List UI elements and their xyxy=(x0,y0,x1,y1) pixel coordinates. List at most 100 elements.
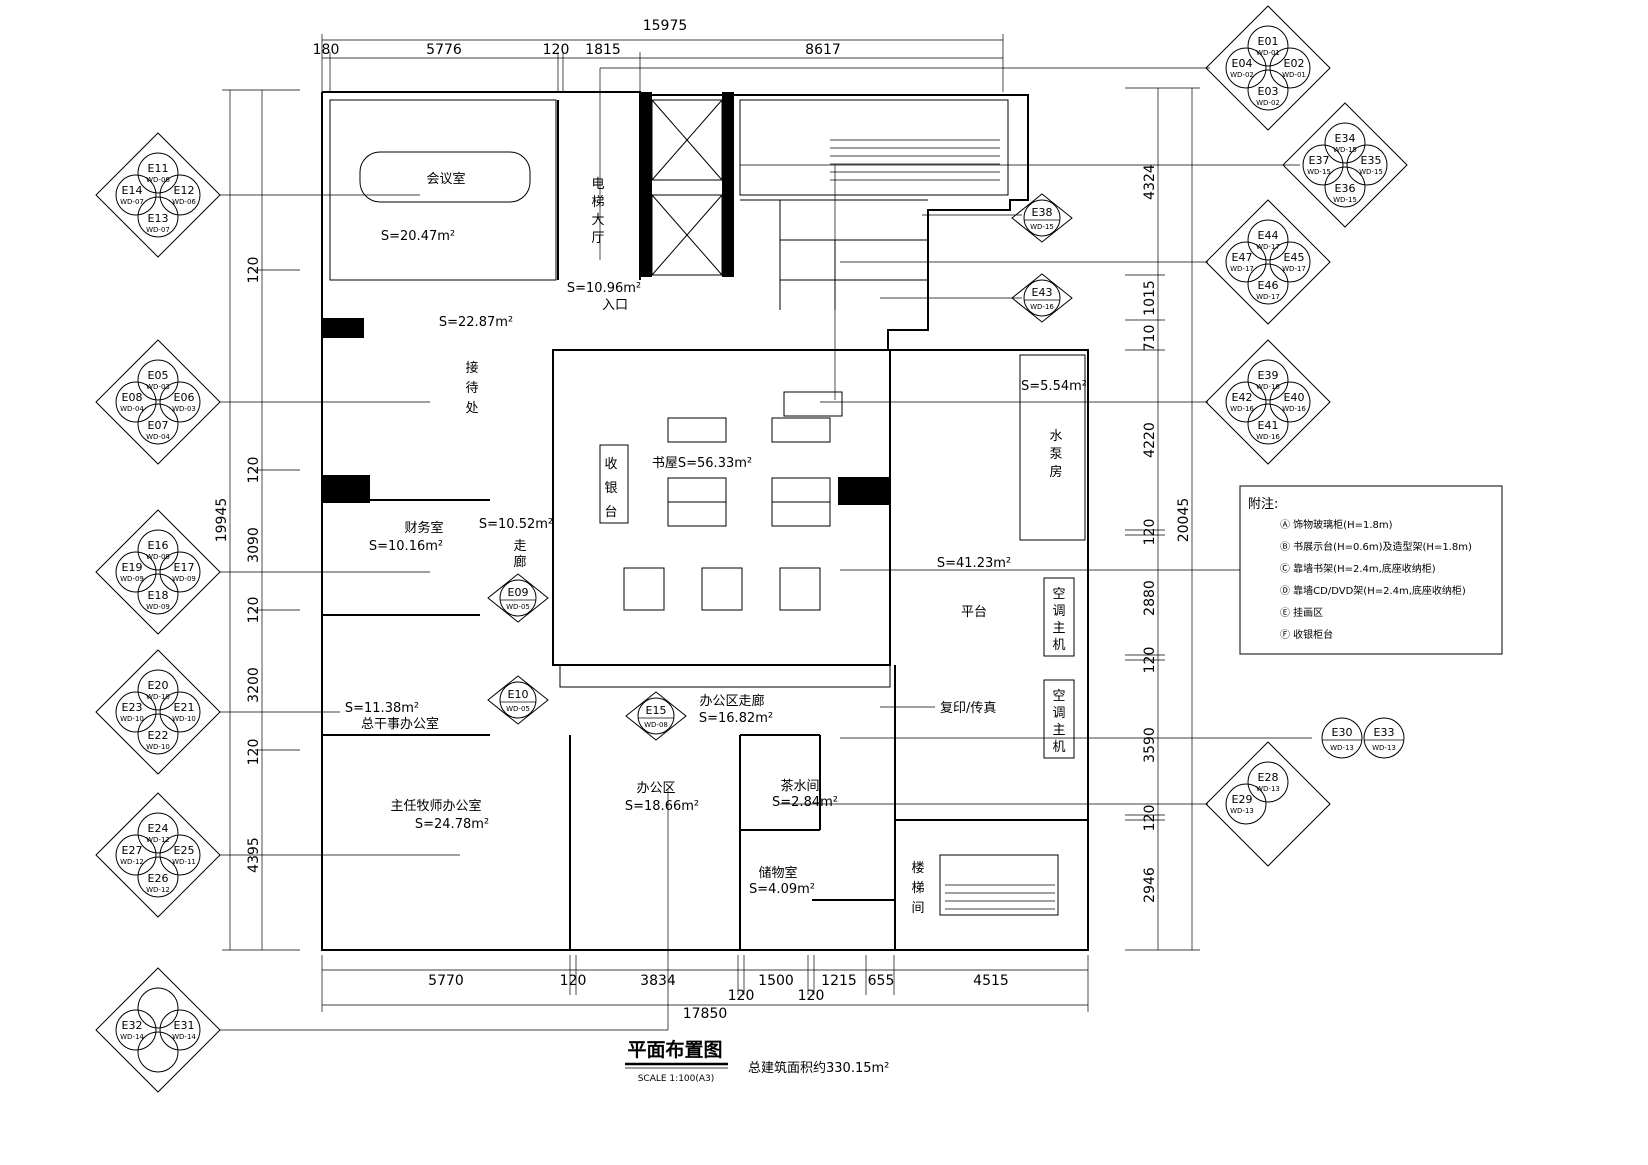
meeting-table xyxy=(359,151,531,203)
marker-e38[interactable]: E38 WD-15 xyxy=(1011,193,1073,243)
dim-left-5: 3200 xyxy=(246,667,262,703)
ac2-c4: 机 xyxy=(1052,740,1065,755)
marker-w-sub: WD-10 xyxy=(120,715,144,723)
marker-e15[interactable]: E15 WD-08 xyxy=(625,691,687,741)
marker-e-sub: WD-03 xyxy=(172,405,196,413)
marker-e10[interactable]: E10 WD-05 xyxy=(487,675,549,725)
legend-box: 附注: Ⓐ 饰物玻璃柜(H=1.8m) Ⓑ 书展示台(H=0.6m)及造型架(H… xyxy=(1239,485,1503,655)
marker-sub: WD-13 xyxy=(1372,744,1396,752)
marker-group-e01[interactable]: E01 WD-01 E02 WD-01 E03 WD-02 E04 WD-02 xyxy=(1205,5,1331,131)
elevator-hall-c4: 厅 xyxy=(591,231,604,246)
marker-group-e39[interactable]: E39 WD-16 E40 WD-16 E41 WD-16 E42 WD-16 xyxy=(1205,339,1331,465)
marker-group-e31[interactable]: E31 WD-14 E32 WD-14 xyxy=(95,967,221,1093)
fire-room-area: S=5.54m² xyxy=(1021,379,1087,394)
dim-right-7: 120 xyxy=(1142,647,1158,674)
marker-n-sub: WD-09 xyxy=(146,553,170,561)
finance-room-name: 财务室 xyxy=(404,520,443,536)
marker-s-sub: WD-02 xyxy=(1256,99,1280,107)
marker-w-sub: WD-15 xyxy=(1307,168,1331,176)
marker-e09[interactable]: E09 WD-05 xyxy=(487,573,549,623)
marker-e: E06 xyxy=(174,391,195,404)
marker-group-e28[interactable]: E28 WD-13 E29 WD-13 xyxy=(1205,741,1331,867)
marker-group-e24[interactable]: E24 WD-12 E25 WD-11 E26 WD-12 E27 WD-12 xyxy=(95,792,221,918)
marker-s-sub: WD-07 xyxy=(146,226,170,234)
marker-w: E42 xyxy=(1232,391,1253,404)
dim-right-6: 2880 xyxy=(1142,580,1158,616)
marker-id: E43 xyxy=(1032,286,1053,299)
ac1-c3: 主 xyxy=(1052,621,1065,636)
marker-n-sub: WD-01 xyxy=(1256,49,1280,57)
ac1-c4: 机 xyxy=(1052,638,1065,653)
marker-group-e05[interactable]: E05 WD-03 E06 WD-03 E07 WD-04 E08 WD-04 xyxy=(95,339,221,465)
marker-w: E08 xyxy=(122,391,143,404)
drawing-title: 平面布置图 SCALE 1:100(A3) 总建筑面积约330.15m² xyxy=(625,1038,889,1084)
dim-top-3: 120 xyxy=(543,42,570,58)
marker-e33[interactable]: E33 WD-13 xyxy=(1363,717,1405,759)
dim-right-3: 710 xyxy=(1142,325,1158,352)
legend-title: 附注: xyxy=(1248,497,1278,512)
marker-e43[interactable]: E43 WD-16 xyxy=(1011,273,1073,323)
copier-label: 复印/传真 xyxy=(940,701,996,716)
marker-n: E24 xyxy=(148,822,169,835)
elevator-hall-c1: 电 xyxy=(591,177,604,192)
dim-bottom-1: 5770 xyxy=(428,973,464,989)
marker-e: E45 xyxy=(1284,251,1305,264)
tea-room-name: 茶水间 xyxy=(780,778,819,794)
marker-group-e11[interactable]: E11 WD-06 E12 WD-06 E13 WD-07 E14 WD-07 xyxy=(95,132,221,258)
marker-w: E14 xyxy=(122,184,143,197)
marker-w: E37 xyxy=(1309,154,1330,167)
display-units xyxy=(559,391,891,688)
dim-right-total: 20045 xyxy=(1176,498,1192,543)
marker-w-sub: WD-04 xyxy=(120,405,144,413)
legend-item-e: Ⓔ 挂画区 xyxy=(1280,606,1323,619)
marker-s: E36 xyxy=(1335,182,1356,195)
marker-e: E12 xyxy=(174,184,195,197)
marker-id: E33 xyxy=(1374,726,1395,739)
dim-top-4: 1815 xyxy=(585,42,621,58)
marker-s-sub: WD-17 xyxy=(1256,293,1280,301)
dim-bottom-2: 120 xyxy=(560,973,587,989)
marker-sub: WD-13 xyxy=(1330,744,1354,752)
marker-w: E29 xyxy=(1232,793,1253,806)
legend-item-a: Ⓐ 饰物玻璃柜(H=1.8m) xyxy=(1280,518,1393,531)
marker-sub: WD-16 xyxy=(1030,303,1054,311)
marker-s-sub: WD-15 xyxy=(1333,196,1357,204)
marker-n-sub: WD-13 xyxy=(1256,785,1280,793)
marker-e-sub: WD-11 xyxy=(172,858,196,866)
director-office-area: S=11.38m² xyxy=(345,701,419,716)
marker-w-sub: WD-09 xyxy=(120,575,144,583)
right-dimensions: 20045 4324 1015 710 4220 120 2880 120 35… xyxy=(1125,87,1200,951)
marker-w: E23 xyxy=(122,701,143,714)
bottom-dimensions: 5770 120 3834 1500 1215 655 4515 120 120… xyxy=(321,955,1089,1022)
entrance-label: 入口 xyxy=(602,298,628,313)
marker-group-e20[interactable]: E20 WD-10 E21 WD-10 E22 WD-10 E23 WD-10 xyxy=(95,649,221,775)
marker-group-e34[interactable]: E34 WD-15 E35 WD-15 E36 WD-15 E37 WD-15 xyxy=(1282,102,1408,228)
marker-group-e16[interactable]: E16 WD-09 E17 WD-09 E18 WD-09 E19 WD-09 xyxy=(95,509,221,635)
finance-room-area: S=10.16m² xyxy=(369,539,443,554)
dim-bottom-3: 3834 xyxy=(640,973,676,989)
marker-n-sub: WD-15 xyxy=(1333,146,1357,154)
marker-s: E46 xyxy=(1258,279,1279,292)
dim-right-9: 120 xyxy=(1142,805,1158,832)
marker-s: E13 xyxy=(148,212,169,225)
marker-w-sub: WD-14 xyxy=(120,1033,144,1041)
marker-sub: WD-08 xyxy=(644,721,668,729)
marker-w-sub: WD-13 xyxy=(1230,807,1254,815)
corridor-area: S=10.52m² xyxy=(479,517,553,532)
meeting-room-area: S=20.47m² xyxy=(381,229,455,244)
director-office-name: 总干事办公室 xyxy=(361,716,439,732)
marker-w: E19 xyxy=(122,561,143,574)
stair-c1: 楼 xyxy=(911,861,924,876)
marker-e30[interactable]: E30 WD-13 xyxy=(1321,717,1363,759)
dim-top-2: 5776 xyxy=(426,42,462,58)
marker-s: E41 xyxy=(1258,419,1279,432)
marker-s-sub: WD-09 xyxy=(146,603,170,611)
marker-e-sub: WD-16 xyxy=(1282,405,1306,413)
dim-right-5: 120 xyxy=(1142,519,1158,546)
marker-w-sub: WD-02 xyxy=(1230,71,1254,79)
left-dimensions: 19945 120 120 3090 120 3200 120 4395 xyxy=(214,89,300,951)
marker-group-e44[interactable]: E44 WD-17 E45 WD-17 E46 WD-17 E47 WD-17 xyxy=(1205,199,1331,325)
office-corridor-area: S=16.82m² xyxy=(699,711,773,726)
marker-w-sub: WD-17 xyxy=(1230,265,1254,273)
